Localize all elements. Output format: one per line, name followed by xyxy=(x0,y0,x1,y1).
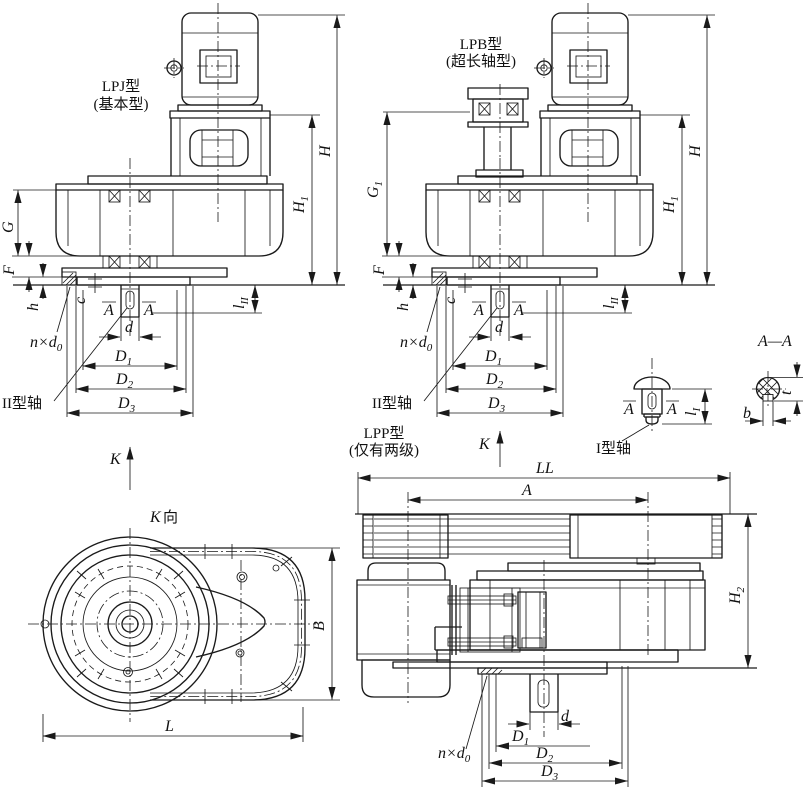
rib-outline xyxy=(195,586,266,658)
lpj-extras: G LPJ型 (基本型) K xyxy=(0,78,149,490)
k-view-dir: 向 xyxy=(163,509,178,526)
pulley-left xyxy=(362,514,449,559)
dim-d: d xyxy=(561,708,570,725)
mounting-foot xyxy=(477,667,608,675)
dim-b: b xyxy=(743,405,751,422)
lpj-view xyxy=(1,3,345,417)
lpp-title: LPP型 xyxy=(364,425,405,442)
belt xyxy=(374,518,570,555)
section-a-a: A—A t b xyxy=(743,333,803,426)
section-mark-a: A xyxy=(623,401,634,418)
lpp-subtitle: (仅有两级) xyxy=(349,442,419,459)
lpb-extras: G1 LPB型 (超长轴型) K xyxy=(365,36,529,467)
dim-L: L xyxy=(164,718,174,735)
pulley-right xyxy=(569,514,723,559)
keyway-slot xyxy=(647,392,657,410)
dim-nd0: n×d0 xyxy=(438,745,471,765)
k-letter: K xyxy=(109,451,122,468)
k-letter: K xyxy=(478,436,491,453)
lpb-title: LPB型 xyxy=(460,36,503,53)
dim-G: G xyxy=(0,221,17,233)
keyway-slot xyxy=(537,679,550,708)
section-title: A—A xyxy=(757,333,792,350)
lpj-title: LPJ型 xyxy=(102,78,140,95)
section-mark-a: A xyxy=(666,401,677,418)
dim-D2: D2 xyxy=(535,745,554,765)
dim-A: A xyxy=(521,482,532,499)
bracket xyxy=(459,587,521,653)
dim-D3: D3 xyxy=(540,763,559,783)
dim-H2: H2 xyxy=(727,586,747,605)
dim-t: t xyxy=(778,390,795,395)
shaft-type1-label: I型轴 xyxy=(596,440,631,457)
motor-body xyxy=(356,579,451,661)
dim-D1: D1 xyxy=(511,728,529,748)
lpb-view xyxy=(371,3,715,417)
dim-LL: LL xyxy=(535,460,554,477)
lpp-view: LPP型 (仅有两级) LL A H2 d D1 xyxy=(349,425,757,787)
lpb-subtitle: (超长轴型) xyxy=(446,53,516,70)
gear-housing xyxy=(469,579,706,651)
extended-bearing-housing xyxy=(467,87,529,100)
k-view-letter: K xyxy=(149,509,162,526)
k-view: K 向 B L xyxy=(28,509,340,742)
dim-l1: lI xyxy=(683,407,703,416)
shaft-cap xyxy=(633,376,671,390)
dim-G1: G1 xyxy=(365,181,385,198)
i-shaft-detail: A A lI I型轴 xyxy=(596,358,712,457)
dim-B: B xyxy=(311,621,328,631)
lpj-subtitle: (基本型) xyxy=(94,96,149,113)
